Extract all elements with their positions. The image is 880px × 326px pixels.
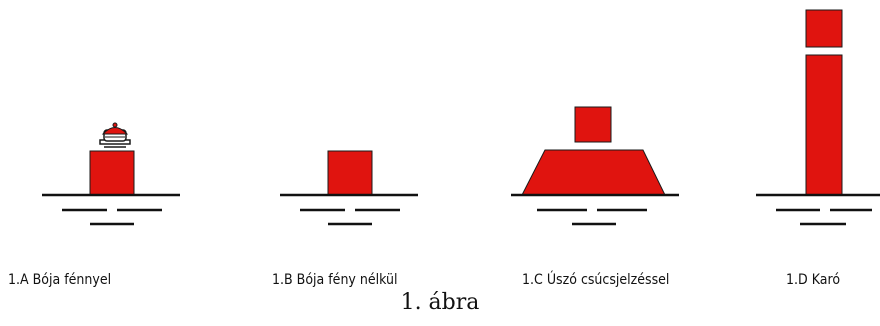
stake-top	[805, 9, 843, 48]
buoy-with-light	[42, 122, 180, 226]
stake	[756, 9, 880, 226]
buoy-without-light	[280, 150, 418, 226]
buoy-body	[89, 150, 135, 196]
stake-pole	[805, 54, 843, 196]
float-with-topmark	[511, 106, 679, 226]
float-body	[521, 149, 666, 196]
water-lines	[511, 193, 679, 226]
label-1a: 1.A Bója fénnyel	[8, 272, 112, 288]
figure-caption: 1. ábra	[400, 290, 480, 315]
label-1d: 1.D Karó	[786, 272, 841, 288]
water-lines	[280, 193, 418, 226]
label-1c: 1.C Úszó csúcsjelzéssel	[522, 272, 670, 288]
light-icon	[99, 122, 131, 148]
topmark	[574, 106, 612, 143]
water-lines	[42, 193, 180, 226]
label-1b: 1.B Bója fény nélkül	[272, 272, 398, 288]
buoy-body	[327, 150, 373, 196]
water-lines	[756, 193, 880, 226]
